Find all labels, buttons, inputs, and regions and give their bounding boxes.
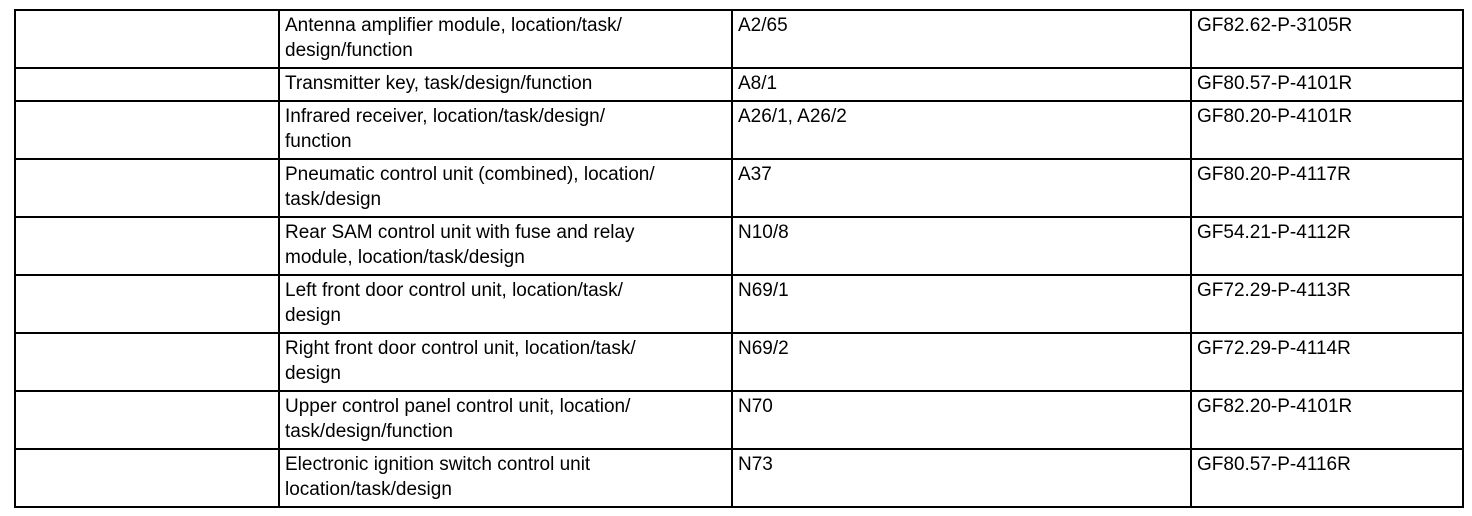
cell-description: Electronic ignition switch control unit …	[278, 448, 733, 508]
table-row: Antenna amplifier module, location/task/…	[14, 9, 1464, 69]
table-row: Left front door control unit, location/t…	[14, 274, 1464, 334]
cell-code: N70	[731, 390, 1192, 450]
cell-spacer	[14, 274, 280, 334]
cell-description: Infrared receiver, location/task/design/…	[278, 100, 733, 160]
cell-document: GF54.21-P-4112R	[1190, 216, 1464, 276]
table-row: Pneumatic control unit (combined), locat…	[14, 158, 1464, 218]
cell-description: Rear SAM control unit with fuse and rela…	[278, 216, 733, 276]
table-row: Right front door control unit, location/…	[14, 332, 1464, 392]
cell-code: N73	[731, 448, 1192, 508]
cell-document: GF80.20-P-4101R	[1190, 100, 1464, 160]
cell-code: A2/65	[731, 9, 1192, 69]
cell-code: N10/8	[731, 216, 1192, 276]
cell-document: GF80.20-P-4117R	[1190, 158, 1464, 218]
cell-description: Upper control panel control unit, locati…	[278, 390, 733, 450]
cell-description: Transmitter key, task/design/function	[278, 67, 733, 102]
cell-spacer	[14, 390, 280, 450]
cell-spacer	[14, 332, 280, 392]
table-row: Infrared receiver, location/task/design/…	[14, 100, 1464, 160]
cell-spacer	[14, 158, 280, 218]
cell-spacer	[14, 100, 280, 160]
table-row: Upper control panel control unit, locati…	[14, 390, 1464, 450]
cell-document: GF80.57-P-4116R	[1190, 448, 1464, 508]
cell-spacer	[14, 9, 280, 69]
cell-description: Right front door control unit, location/…	[278, 332, 733, 392]
cell-spacer	[14, 216, 280, 276]
cell-spacer	[14, 448, 280, 508]
cell-spacer	[14, 67, 280, 102]
cell-description: Antenna amplifier module, location/task/…	[278, 9, 733, 69]
cell-description: Left front door control unit, location/t…	[278, 274, 733, 334]
cell-code: A8/1	[731, 67, 1192, 102]
cell-document: GF80.57-P-4101R	[1190, 67, 1464, 102]
table-row: Rear SAM control unit with fuse and rela…	[14, 216, 1464, 276]
table-row: Electronic ignition switch control unit …	[14, 448, 1464, 508]
cell-code: N69/2	[731, 332, 1192, 392]
table-body: Antenna amplifier module, location/task/…	[14, 9, 1464, 508]
cell-description: Pneumatic control unit (combined), locat…	[278, 158, 733, 218]
cell-document: GF72.29-P-4113R	[1190, 274, 1464, 334]
component-reference-table: Antenna amplifier module, location/task/…	[14, 9, 1464, 508]
cell-code: N69/1	[731, 274, 1192, 334]
cell-document: GF72.29-P-4114R	[1190, 332, 1464, 392]
cell-document: GF82.62-P-3105R	[1190, 9, 1464, 69]
cell-document: GF82.20-P-4101R	[1190, 390, 1464, 450]
cell-code: A37	[731, 158, 1192, 218]
cell-code: A26/1, A26/2	[731, 100, 1192, 160]
